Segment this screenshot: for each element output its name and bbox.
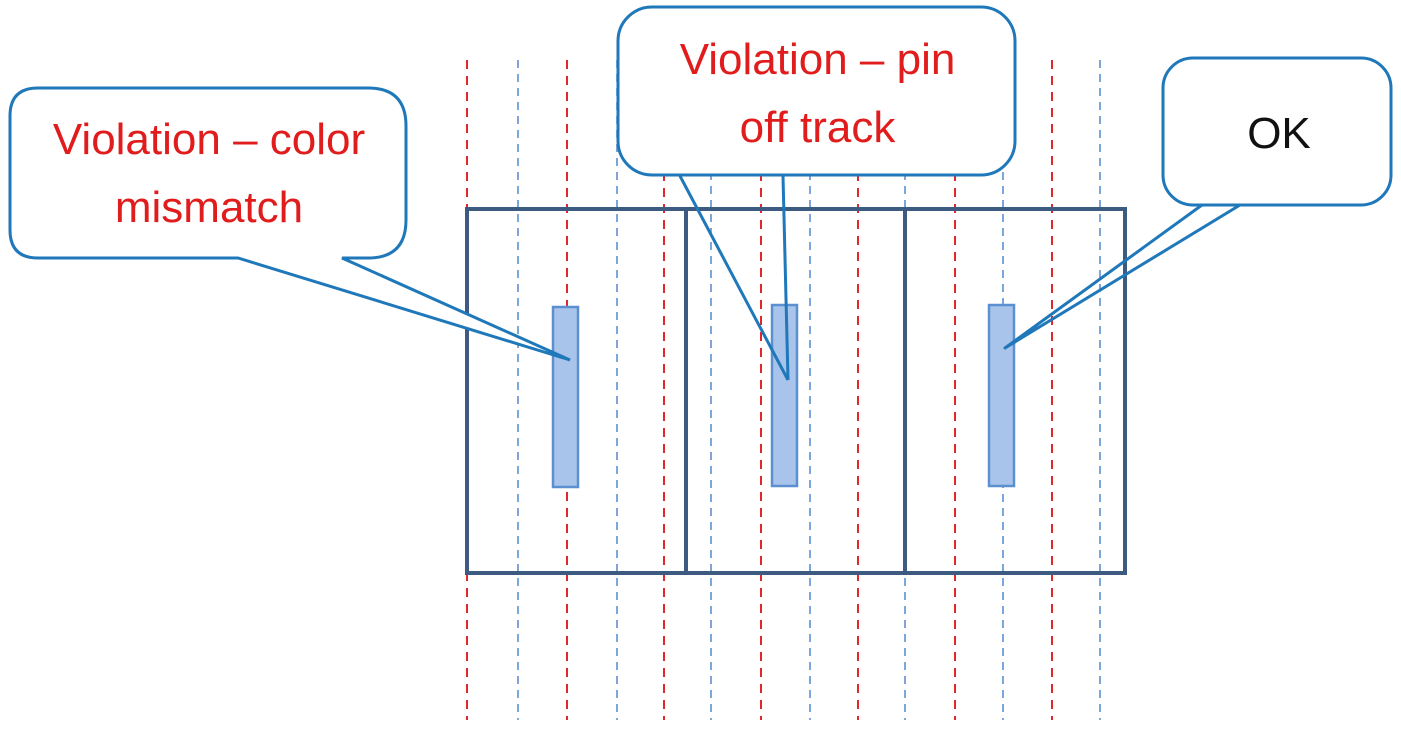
routing-tracks bbox=[466, 60, 1101, 720]
callout-ok-shape bbox=[1003, 56, 1393, 350]
callout-color-mismatch-shape bbox=[8, 86, 571, 362]
pins bbox=[551, 303, 1016, 489]
callout-text-pin-off-track: Violation – pin off track bbox=[679, 35, 956, 152]
callout-text-color-mismatch: Violation – color mismatch bbox=[52, 115, 366, 232]
callout-pointer-middle-b bbox=[781, 175, 790, 381]
cell-row-outline bbox=[465, 207, 1127, 575]
callout-pointer-middle-a bbox=[678, 175, 790, 381]
callout-bubble-middle bbox=[616, 5, 1017, 177]
pin-ok bbox=[987, 303, 1016, 488]
callout-pin-off-track-shape bbox=[616, 5, 1017, 381]
pin-color-mismatch bbox=[551, 305, 580, 489]
callout-text-ok: OK bbox=[1247, 109, 1311, 158]
callout-pointer-right bbox=[1003, 203, 1241, 350]
callout-bubble-right bbox=[1161, 56, 1393, 207]
standard-cells bbox=[465, 207, 1127, 575]
pin-off-track bbox=[770, 303, 799, 488]
callout-bubble-left bbox=[8, 86, 571, 362]
